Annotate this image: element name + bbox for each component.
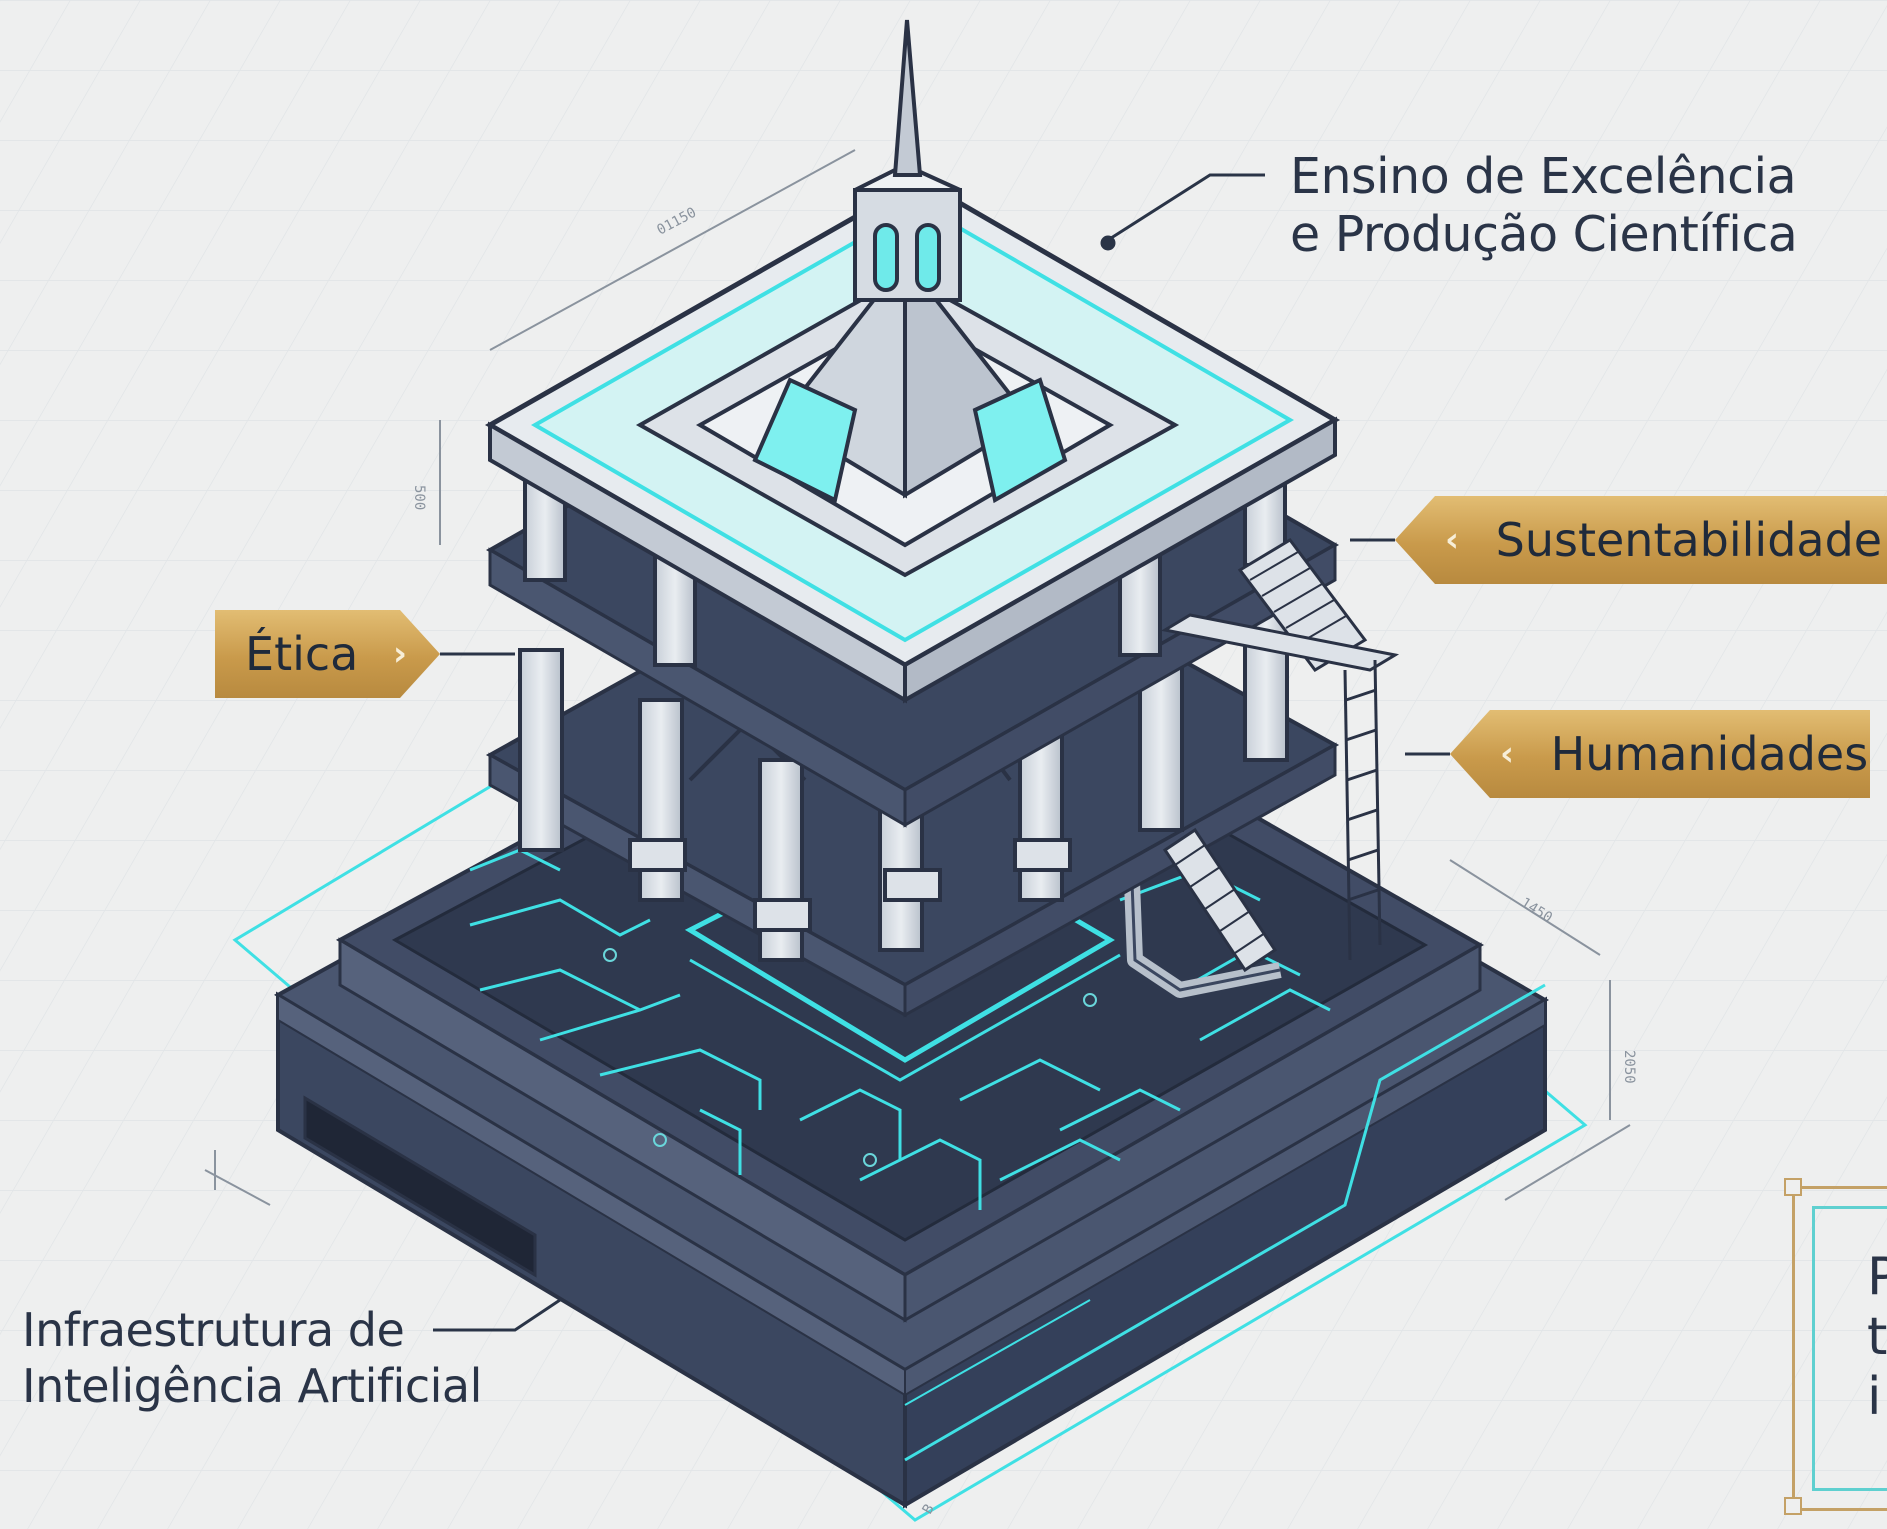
dimension-mark: 500 <box>411 485 427 510</box>
note-corner <box>1784 1497 1802 1515</box>
circuit-traces <box>469 848 1331 1210</box>
label-ensino-line2: e Produção Científica <box>1290 206 1798 263</box>
staircase <box>1160 538 1400 973</box>
tag-sustentabilidade: ‹ Sustentabilidade <box>1395 496 1887 584</box>
dimension-mark: 2050 <box>1621 1050 1637 1084</box>
dimension-lines <box>204 149 1631 1206</box>
central-tower <box>635 19 1180 578</box>
note-box: P t i <box>1812 1206 1887 1491</box>
label-ensino-line1: Ensino de Excelência <box>1290 148 1797 205</box>
leader-lines <box>433 173 1450 1332</box>
tag-humanidades: ‹ Humanidades <box>1450 710 1870 798</box>
chevron-left-icon: ‹ <box>1500 734 1515 774</box>
note-line3: i <box>1867 1367 1882 1427</box>
label-ensino: Ensino de Excelência e Produção Científi… <box>1290 148 1798 264</box>
chevron-left-icon: ‹ <box>1445 520 1460 560</box>
tag-humanidades-label: Humanidades <box>1550 727 1869 781</box>
chevron-right-icon: › <box>393 634 408 674</box>
tag-etica-label: Ética <box>245 627 359 681</box>
label-infraestrutura: Infraestrutura de Inteligência Artificia… <box>22 1302 482 1414</box>
note-line2: t <box>1867 1307 1887 1367</box>
note-line1: P <box>1815 1247 1887 1307</box>
note-box-frame <box>1792 1186 1887 1511</box>
tag-etica: Ética › <box>215 610 440 698</box>
label-infraestrutura-line2: Inteligência Artificial <box>22 1359 482 1413</box>
tag-sustentabilidade-label: Sustentabilidade <box>1495 513 1883 567</box>
label-infraestrutura-line1: Infraestrutura de <box>22 1303 405 1357</box>
note-corner <box>1784 1178 1802 1196</box>
